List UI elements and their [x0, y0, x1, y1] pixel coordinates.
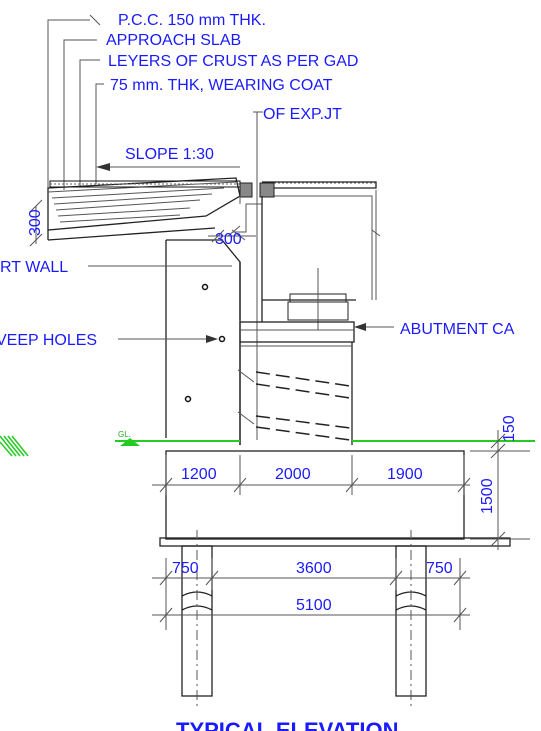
- weep-holes: [88, 265, 232, 403]
- bearing: [287, 268, 349, 330]
- piles: [181, 530, 427, 710]
- callout-abutment-cap: ABUTMENT CA: [400, 321, 515, 338]
- dim-150: 150: [501, 415, 518, 442]
- callout-slope: SLOPE 1:30: [125, 146, 214, 163]
- callout-dirt-wall: RT WALL: [0, 259, 68, 276]
- drawing-title: TYPICAL ELEVATION: [176, 718, 398, 731]
- dim-5100: 5100: [296, 597, 332, 614]
- exp-joint-centerline: [253, 111, 263, 440]
- dim-3600: 3600: [296, 560, 332, 577]
- dim-1200: 1200: [181, 466, 217, 483]
- dim-2000: 2000: [275, 466, 311, 483]
- approach-slab: [47, 177, 241, 241]
- dim-750-left: 750: [172, 560, 199, 577]
- abutment-body: [237, 342, 353, 445]
- callout-gl: GL.: [118, 430, 131, 439]
- dim-300-left: 300: [27, 209, 44, 236]
- dim-1500: 1500: [479, 478, 496, 514]
- dim-750-right: 750: [426, 560, 453, 577]
- callout-wearing-coat: 75 mm. THK, WEARING COAT: [110, 77, 333, 94]
- callout-exp-joint: OF EXP.JT: [263, 106, 342, 123]
- abutment-cap: [239, 321, 394, 343]
- ground-line: [0, 435, 535, 457]
- dim-1900: 1900: [387, 466, 423, 483]
- deck-slab: [239, 181, 381, 300]
- callout-weep-holes: VEEP HOLES: [0, 332, 97, 349]
- callout-leaders: [47, 14, 104, 196]
- callout-pcc: P.C.C. 150 mm THK.: [118, 12, 266, 29]
- callout-approach-slab: APPROACH SLAB: [106, 32, 241, 49]
- dim-300-mid: 300: [215, 231, 242, 248]
- dimension-lines: [29, 199, 530, 630]
- slope-arrow: [96, 163, 240, 171]
- callout-crust-layers: LEYERS OF CRUST AS PER GAD: [108, 53, 358, 70]
